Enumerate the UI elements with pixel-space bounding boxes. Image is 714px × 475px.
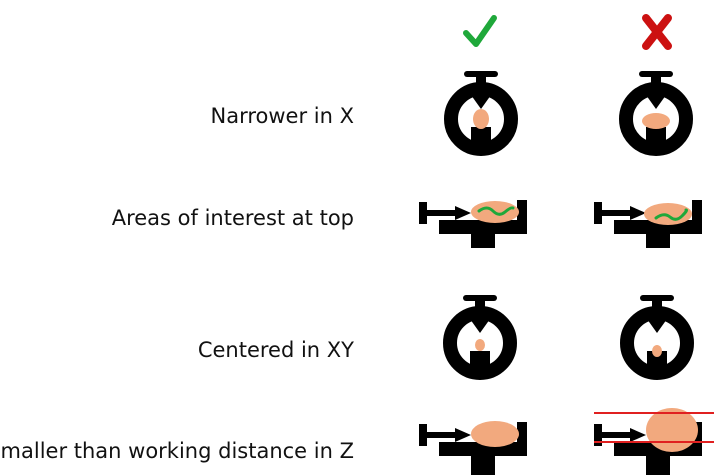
feature-line: [477, 206, 515, 216]
good-column-header: [463, 15, 497, 47]
sample-shape: [642, 113, 670, 129]
sample-shape: [475, 339, 485, 351]
row4-bad-holder: [594, 408, 714, 475]
row2-bad-holder: [594, 200, 702, 248]
row3-bad-holder: [620, 295, 694, 380]
row2-good-holder: [419, 200, 527, 248]
sample-shape: [646, 408, 698, 452]
row-label-smaller-z: Smaller than working distance in Z: [0, 439, 354, 463]
bad-column-header: [642, 14, 672, 50]
row1-bad-holder: [619, 71, 693, 156]
row3-good-holder: [443, 295, 517, 380]
row4-good-holder: [419, 421, 527, 475]
sample-shape: [473, 109, 489, 129]
row-label-narrower-x: Narrower in X: [210, 104, 354, 128]
sample-shape: [652, 345, 662, 357]
feature-line: [654, 208, 688, 221]
sample-shape: [471, 421, 519, 447]
row1-good-holder: [444, 71, 518, 156]
row-label-areas-top: Areas of interest at top: [111, 206, 354, 230]
cross-icon: [642, 14, 672, 50]
checkmark-icon: [463, 15, 497, 47]
row-label-centered-xy: Centered in XY: [197, 338, 354, 362]
